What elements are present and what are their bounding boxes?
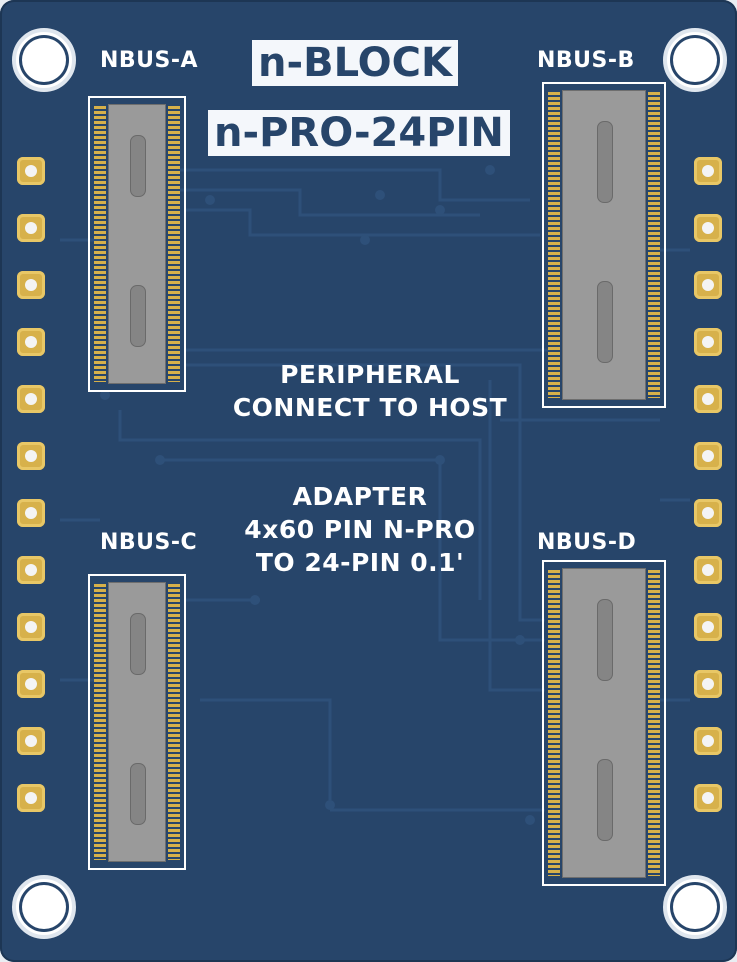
connector-pins-right (648, 92, 660, 398)
header-pad-left (17, 784, 45, 812)
header-pad-left (17, 442, 45, 470)
header-pad-left (17, 328, 45, 356)
board-title-line1: n-BLOCK (252, 40, 458, 86)
header-pad-left (17, 499, 45, 527)
pin1-marker (542, 560, 558, 574)
center-text-block-1: PERIPHERAL CONNECT TO HOST (200, 358, 540, 424)
connector-nbus-a (88, 96, 186, 392)
connector-pins-right (168, 584, 180, 860)
mounting-hole-bottom-right (663, 875, 727, 939)
center-text-line1: PERIPHERAL (280, 360, 460, 389)
connector-body (562, 90, 646, 400)
header-pad-right (694, 670, 722, 698)
header-pad-right (694, 613, 722, 641)
header-pad-left (17, 556, 45, 584)
header-pad-right (694, 385, 722, 413)
connector-label-d: NBUS-D (537, 530, 637, 555)
center-text-line3: ADAPTER (292, 482, 428, 511)
mounting-hole-bottom-left (12, 875, 76, 939)
board-title-line2: n-PRO-24PIN (208, 110, 510, 156)
connector-label-b: NBUS-B (537, 48, 635, 73)
connector-slot (130, 613, 146, 675)
header-pad-left (17, 670, 45, 698)
header-pad-left (17, 385, 45, 413)
connector-slot (597, 759, 613, 841)
header-pad-right (694, 784, 722, 812)
header-pad-left (17, 271, 45, 299)
center-text-line5: TO 24-PIN 0.1' (255, 548, 465, 577)
connector-pins-left (548, 570, 560, 876)
header-pad-right (694, 499, 722, 527)
header-pad-right (694, 271, 722, 299)
center-text-line4: 4x60 PIN N-PRO (244, 515, 476, 544)
connector-pins-left (548, 92, 560, 398)
pin1-marker (88, 574, 104, 588)
pin1-marker (88, 96, 104, 110)
header-pad-right (694, 328, 722, 356)
connector-pins-right (648, 570, 660, 876)
connector-body (108, 104, 166, 384)
header-pad-left (17, 727, 45, 755)
mounting-hole-top-left (12, 28, 76, 92)
connector-pins-left (94, 584, 106, 860)
connector-pins-left (94, 106, 106, 382)
header-pad-right (694, 556, 722, 584)
connector-nbus-d (542, 560, 666, 886)
connector-slot (130, 285, 146, 347)
connector-slot (130, 135, 146, 197)
header-pad-right (694, 157, 722, 185)
header-pad-left (17, 157, 45, 185)
header-pad-left (17, 214, 45, 242)
connector-slot (597, 281, 613, 363)
header-pad-left (17, 613, 45, 641)
connector-label-a: NBUS-A (100, 48, 199, 73)
connector-slot (130, 763, 146, 825)
pin1-marker (542, 82, 558, 96)
center-text-block-2: ADAPTER 4x60 PIN N-PRO TO 24-PIN 0.1' (190, 480, 530, 579)
header-pad-right (694, 727, 722, 755)
connector-nbus-b (542, 82, 666, 408)
connector-slot (597, 121, 613, 203)
connector-nbus-c (88, 574, 186, 870)
connector-pins-right (168, 106, 180, 382)
mounting-hole-top-right (663, 28, 727, 92)
header-pad-right (694, 214, 722, 242)
connector-body (108, 582, 166, 862)
connector-label-c: NBUS-C (100, 530, 198, 555)
connector-body (562, 568, 646, 878)
connector-slot (597, 599, 613, 681)
header-pad-right (694, 442, 722, 470)
center-text-line2: CONNECT TO HOST (232, 393, 508, 422)
